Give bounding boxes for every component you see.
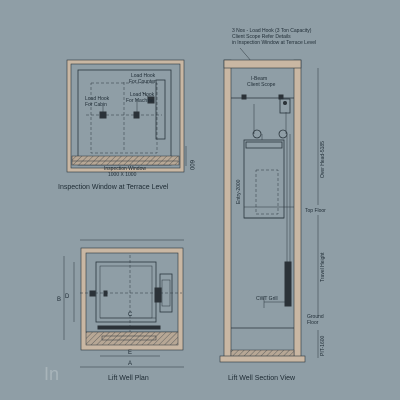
caption-lift-well-section: Lift Well Section View bbox=[228, 375, 296, 382]
hook-counter-marker bbox=[147, 96, 155, 104]
label-load-hook-cabin-1: Load Hook bbox=[85, 96, 110, 102]
label-ibeam-2: Client Scope bbox=[247, 82, 276, 88]
label-ground-1: Ground bbox=[307, 314, 324, 320]
shaft-wall-left bbox=[223, 59, 232, 361]
label-top-floor: Top Floor bbox=[305, 208, 326, 214]
dim-c: C bbox=[128, 312, 133, 318]
dim-a: A bbox=[128, 361, 132, 367]
label-load-hook-machine-1: Load Hook bbox=[130, 92, 155, 98]
shaft-roof bbox=[223, 59, 302, 69]
watermark-text: In bbox=[44, 364, 59, 384]
note-line-2: Client Scope Refer Details bbox=[232, 34, 291, 40]
svg-text:600: 600 bbox=[188, 160, 194, 171]
sheave-left bbox=[252, 129, 262, 139]
label-inspection-window-2: 1000 X 1000 bbox=[108, 172, 137, 178]
caption-lift-well-plan: Lift Well Plan bbox=[108, 375, 149, 382]
label-load-hook-counter-2: For Counter bbox=[129, 79, 156, 85]
label-inspection-window-1: Inspection Window bbox=[104, 166, 146, 172]
label-overhead: Over Head-5185 bbox=[320, 141, 326, 178]
note-line-1: 3 Nos - Load Hook (3 Ton Capacity) bbox=[232, 28, 312, 34]
label-load-hook-machine-2: For Machine bbox=[126, 98, 154, 104]
label-pit: PIT-1600 bbox=[320, 335, 326, 356]
inspection-window-plan: 600 Load Hook For Counter Load Hook For … bbox=[58, 59, 194, 191]
lift-well-plan: B D C E A Lift Well Plan bbox=[57, 239, 184, 382]
lift-well-section: 3 Nos - Load Hook (3 Ton Capacity) Clien… bbox=[219, 28, 326, 382]
dim-e: E bbox=[128, 350, 132, 356]
label-entry: Entry-2000 bbox=[236, 179, 242, 204]
label-load-hook-counter-1: Load Hook bbox=[131, 73, 156, 79]
dim-b: B bbox=[57, 297, 61, 303]
label-ibeam-1: I-Beam bbox=[251, 76, 267, 82]
label-load-hook-cabin-2: For Cabin bbox=[85, 102, 107, 108]
label-travel: Travel Height bbox=[320, 252, 326, 282]
machine bbox=[279, 98, 291, 114]
note-line-3: in Inspection Window at Terrace Level bbox=[232, 40, 316, 46]
label-cwt-grill: CWT Grill bbox=[256, 296, 278, 302]
caption-inspection-window: Inspection Window at Terrace Level bbox=[58, 184, 169, 191]
section-counterweight bbox=[284, 261, 292, 307]
dim-d: D bbox=[65, 294, 70, 300]
shaft-wall-right bbox=[293, 59, 302, 361]
label-ground-2: Floor bbox=[307, 320, 319, 326]
